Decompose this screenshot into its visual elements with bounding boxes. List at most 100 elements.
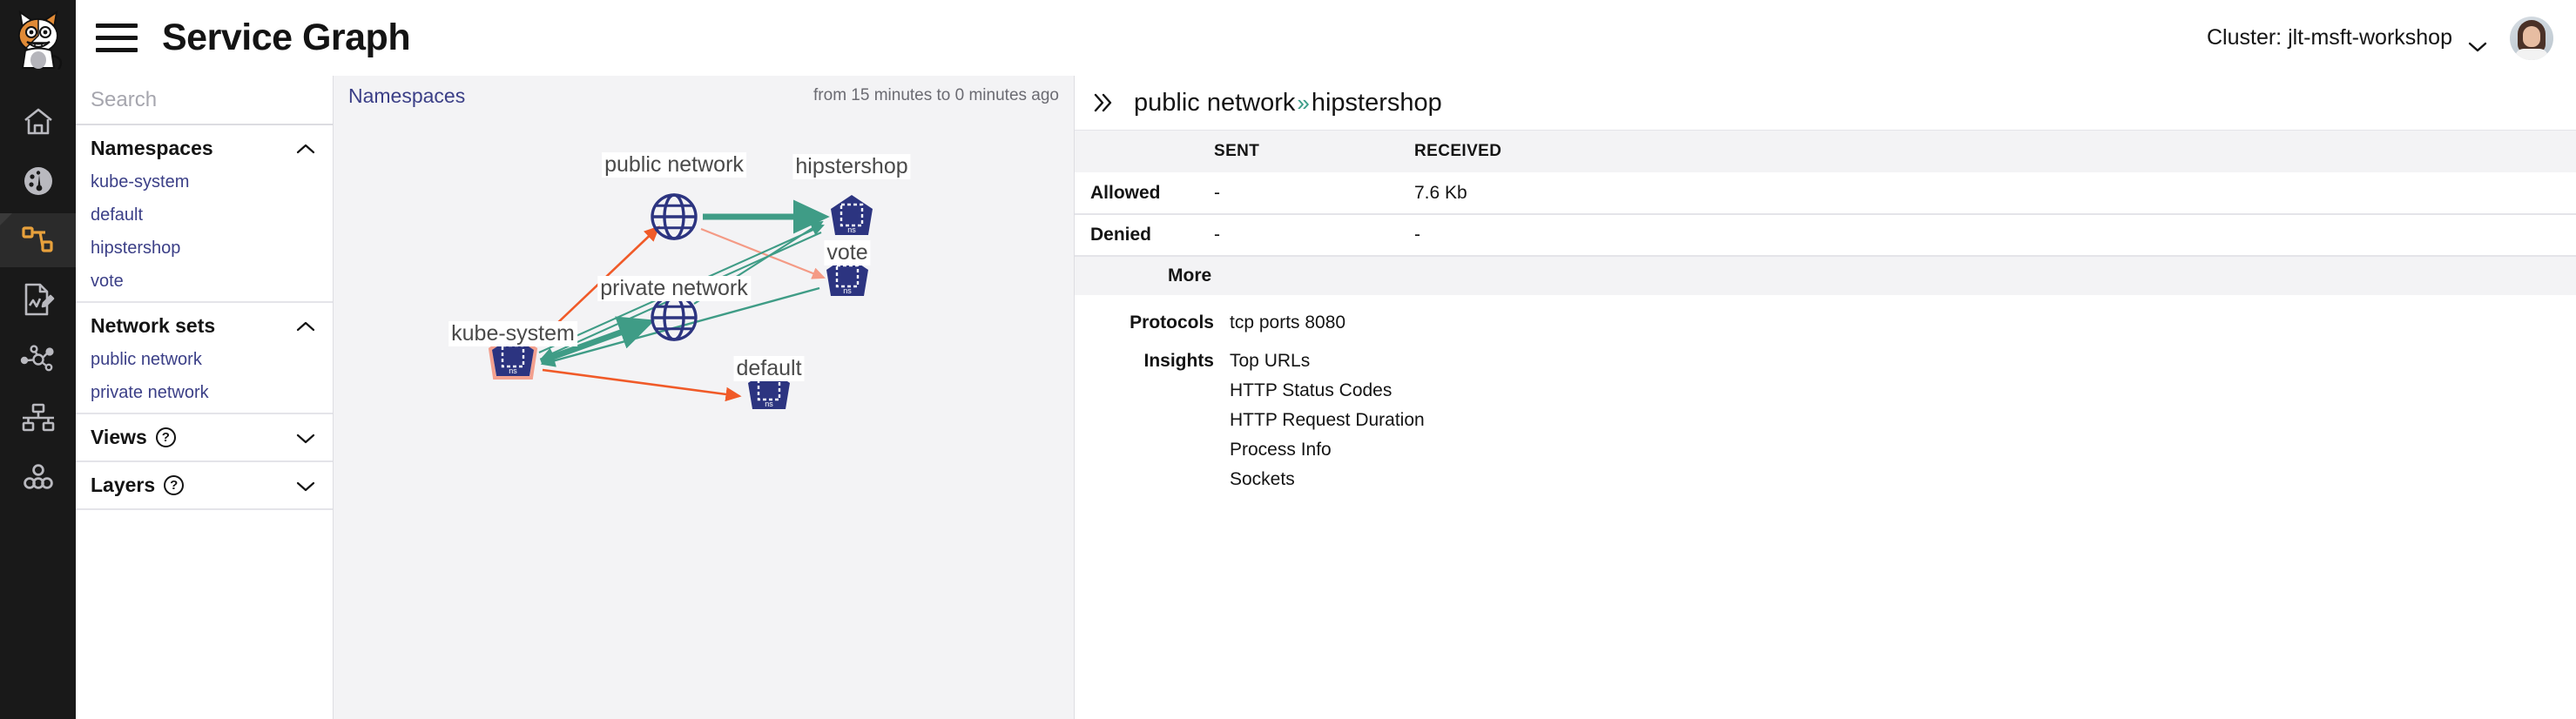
svg-text:ns: ns <box>843 286 852 295</box>
svg-text:ns: ns <box>509 366 517 375</box>
insights-list: Top URLs HTTP Status Codes HTTP Request … <box>1230 351 1425 490</box>
edge-kube-system-default <box>542 368 742 402</box>
graph-canvas[interactable]: ns ns ns ns <box>334 116 1074 719</box>
col-header-sent: SENT <box>1214 131 1414 172</box>
rail-item-home[interactable] <box>0 95 76 149</box>
detail-title-separator: » <box>1297 89 1310 116</box>
col-header-blank <box>1075 131 1214 172</box>
graph-label-private-network[interactable]: private network <box>597 276 751 301</box>
chevron-down-icon[interactable] <box>296 474 315 497</box>
rail-item-reports[interactable] <box>0 272 76 326</box>
graph-node-hipstershop: ns <box>831 195 873 235</box>
hamburger-icon[interactable] <box>96 21 138 56</box>
sidebar-item-private-network[interactable]: private network <box>91 383 209 402</box>
section-title-views: Views <box>91 426 147 448</box>
page-title: Service Graph <box>162 17 411 58</box>
calico-cat-logo[interactable] <box>0 0 76 76</box>
cell-denied-received: - <box>1414 214 1615 257</box>
namespace-list: kube-system default hipstershop vote <box>76 171 333 301</box>
chevron-down-icon <box>2468 33 2487 51</box>
graph-label-public-network[interactable]: public network <box>602 152 746 178</box>
double-chevron-right-icon[interactable] <box>1090 91 1115 114</box>
rail-item-service-graph[interactable] <box>0 332 76 386</box>
table-row: Denied - - <box>1075 214 2576 257</box>
section-title-namespaces: Namespaces <box>91 137 213 159</box>
search-row <box>76 76 403 125</box>
rail-item-topology[interactable] <box>0 391 76 445</box>
protocols-label: Protocols <box>1130 312 1214 333</box>
cell-filler <box>1615 214 2576 257</box>
row-label-denied: Denied <box>1075 214 1214 257</box>
insight-http-request-duration[interactable]: HTTP Request Duration <box>1230 409 1425 430</box>
graph-node-private-network <box>651 294 698 341</box>
sidebar-section-namespaces[interactable]: Namespaces <box>76 125 333 171</box>
help-icon[interactable]: ? <box>155 427 176 447</box>
divider <box>76 460 333 462</box>
sidebar-item-public-network[interactable]: public network <box>91 350 202 369</box>
chevron-up-icon[interactable] <box>296 137 315 160</box>
edge-kube-system-private-network <box>539 316 656 365</box>
insight-process-info[interactable]: Process Info <box>1230 439 1332 460</box>
cell-denied-sent: - <box>1214 214 1414 257</box>
divider <box>76 301 333 303</box>
document-edit-icon <box>22 282 55 317</box>
rail-item-nodes[interactable] <box>0 450 76 504</box>
section-title-layers: Layers <box>91 474 156 496</box>
cluster-selector-label: Cluster: jlt-msft-workshop <box>2207 25 2452 50</box>
breadcrumb: Namespaces from 15 minutes to 0 minutes … <box>334 76 1074 116</box>
app-header: Service Graph Cluster: jlt-msft-workshop <box>76 0 2576 76</box>
time-range-label[interactable]: from 15 minutes to 0 minutes ago <box>813 86 1059 104</box>
avatar-face <box>2523 25 2540 47</box>
dashboard-gauge-icon <box>22 165 55 198</box>
detail-panel-header: public network » hipstershop <box>1075 76 2576 131</box>
search-input[interactable] <box>91 87 361 112</box>
insight-sockets[interactable]: Sockets <box>1230 468 1295 489</box>
insights-label: Insights <box>1143 351 1214 371</box>
graph-node-public-network <box>651 193 698 240</box>
col-header-filler <box>1615 131 2576 172</box>
graph-label-hipstershop[interactable]: hipstershop <box>792 154 911 179</box>
sidebar-section-layers[interactable]: Layers ? <box>76 462 333 508</box>
insight-top-urls[interactable]: Top URLs <box>1230 351 1311 371</box>
detail-title-dest[interactable]: hipstershop <box>1311 88 1442 117</box>
sidebar: Namespaces kube-system default hipstersh… <box>76 76 403 719</box>
detail-title: public network » hipstershop <box>1134 89 1442 118</box>
graph-label-kube-system[interactable]: kube-system <box>448 321 577 346</box>
sitemap-hierarchy-icon <box>20 403 57 433</box>
sidebar-section-views[interactable]: Views ? <box>76 414 333 460</box>
service-graph-panel: Namespaces from 15 minutes to 0 minutes … <box>334 76 1074 719</box>
more-section-header[interactable]: More <box>1075 257 2576 295</box>
graph-svg: ns ns ns ns <box>488 193 873 409</box>
svg-text:ns: ns <box>847 225 856 234</box>
graph-label-vote[interactable]: vote <box>824 240 871 265</box>
divider <box>76 508 333 510</box>
chevron-up-icon[interactable] <box>296 314 315 338</box>
cell-allowed-sent: - <box>1214 172 1414 215</box>
traffic-table: SENT RECEIVED Allowed - 7.6 Kb Denied - … <box>1075 131 2576 257</box>
table-row: Allowed - 7.6 Kb <box>1075 172 2576 215</box>
sidebar-item-default[interactable]: default <box>91 205 144 225</box>
help-icon[interactable]: ? <box>164 475 185 495</box>
breadcrumb-namespaces[interactable]: Namespaces <box>348 84 466 107</box>
row-label-allowed: Allowed <box>1075 172 1214 215</box>
avatar-shirt <box>2515 48 2548 60</box>
sidebar-item-hipstershop[interactable]: hipstershop <box>91 239 181 258</box>
divider <box>76 413 333 414</box>
policies-nodes-icon <box>21 225 56 256</box>
rail-item-policies[interactable] <box>0 213 76 267</box>
protocols-row: Protocols tcp ports 8080 <box>1075 295 2576 333</box>
sidebar-item-kube-system[interactable]: kube-system <box>91 172 190 192</box>
cell-filler <box>1615 172 2576 215</box>
edge-vote-kube-system <box>540 286 820 367</box>
sidebar-item-vote[interactable]: vote <box>91 272 124 291</box>
graph-label-default[interactable]: default <box>733 356 805 381</box>
cluster-selector[interactable]: Cluster: jlt-msft-workshop <box>2207 25 2487 51</box>
svg-text:ns: ns <box>765 400 773 408</box>
sidebar-section-network-sets[interactable]: Network sets <box>76 303 333 349</box>
insight-http-status-codes[interactable]: HTTP Status Codes <box>1230 380 1393 400</box>
chevron-down-icon[interactable] <box>296 426 315 449</box>
avatar[interactable] <box>2510 16 2553 60</box>
detail-title-source[interactable]: public network <box>1134 88 1296 117</box>
rail-item-dashboard[interactable] <box>0 154 76 208</box>
table-header-row: SENT RECEIVED <box>1075 131 2576 172</box>
